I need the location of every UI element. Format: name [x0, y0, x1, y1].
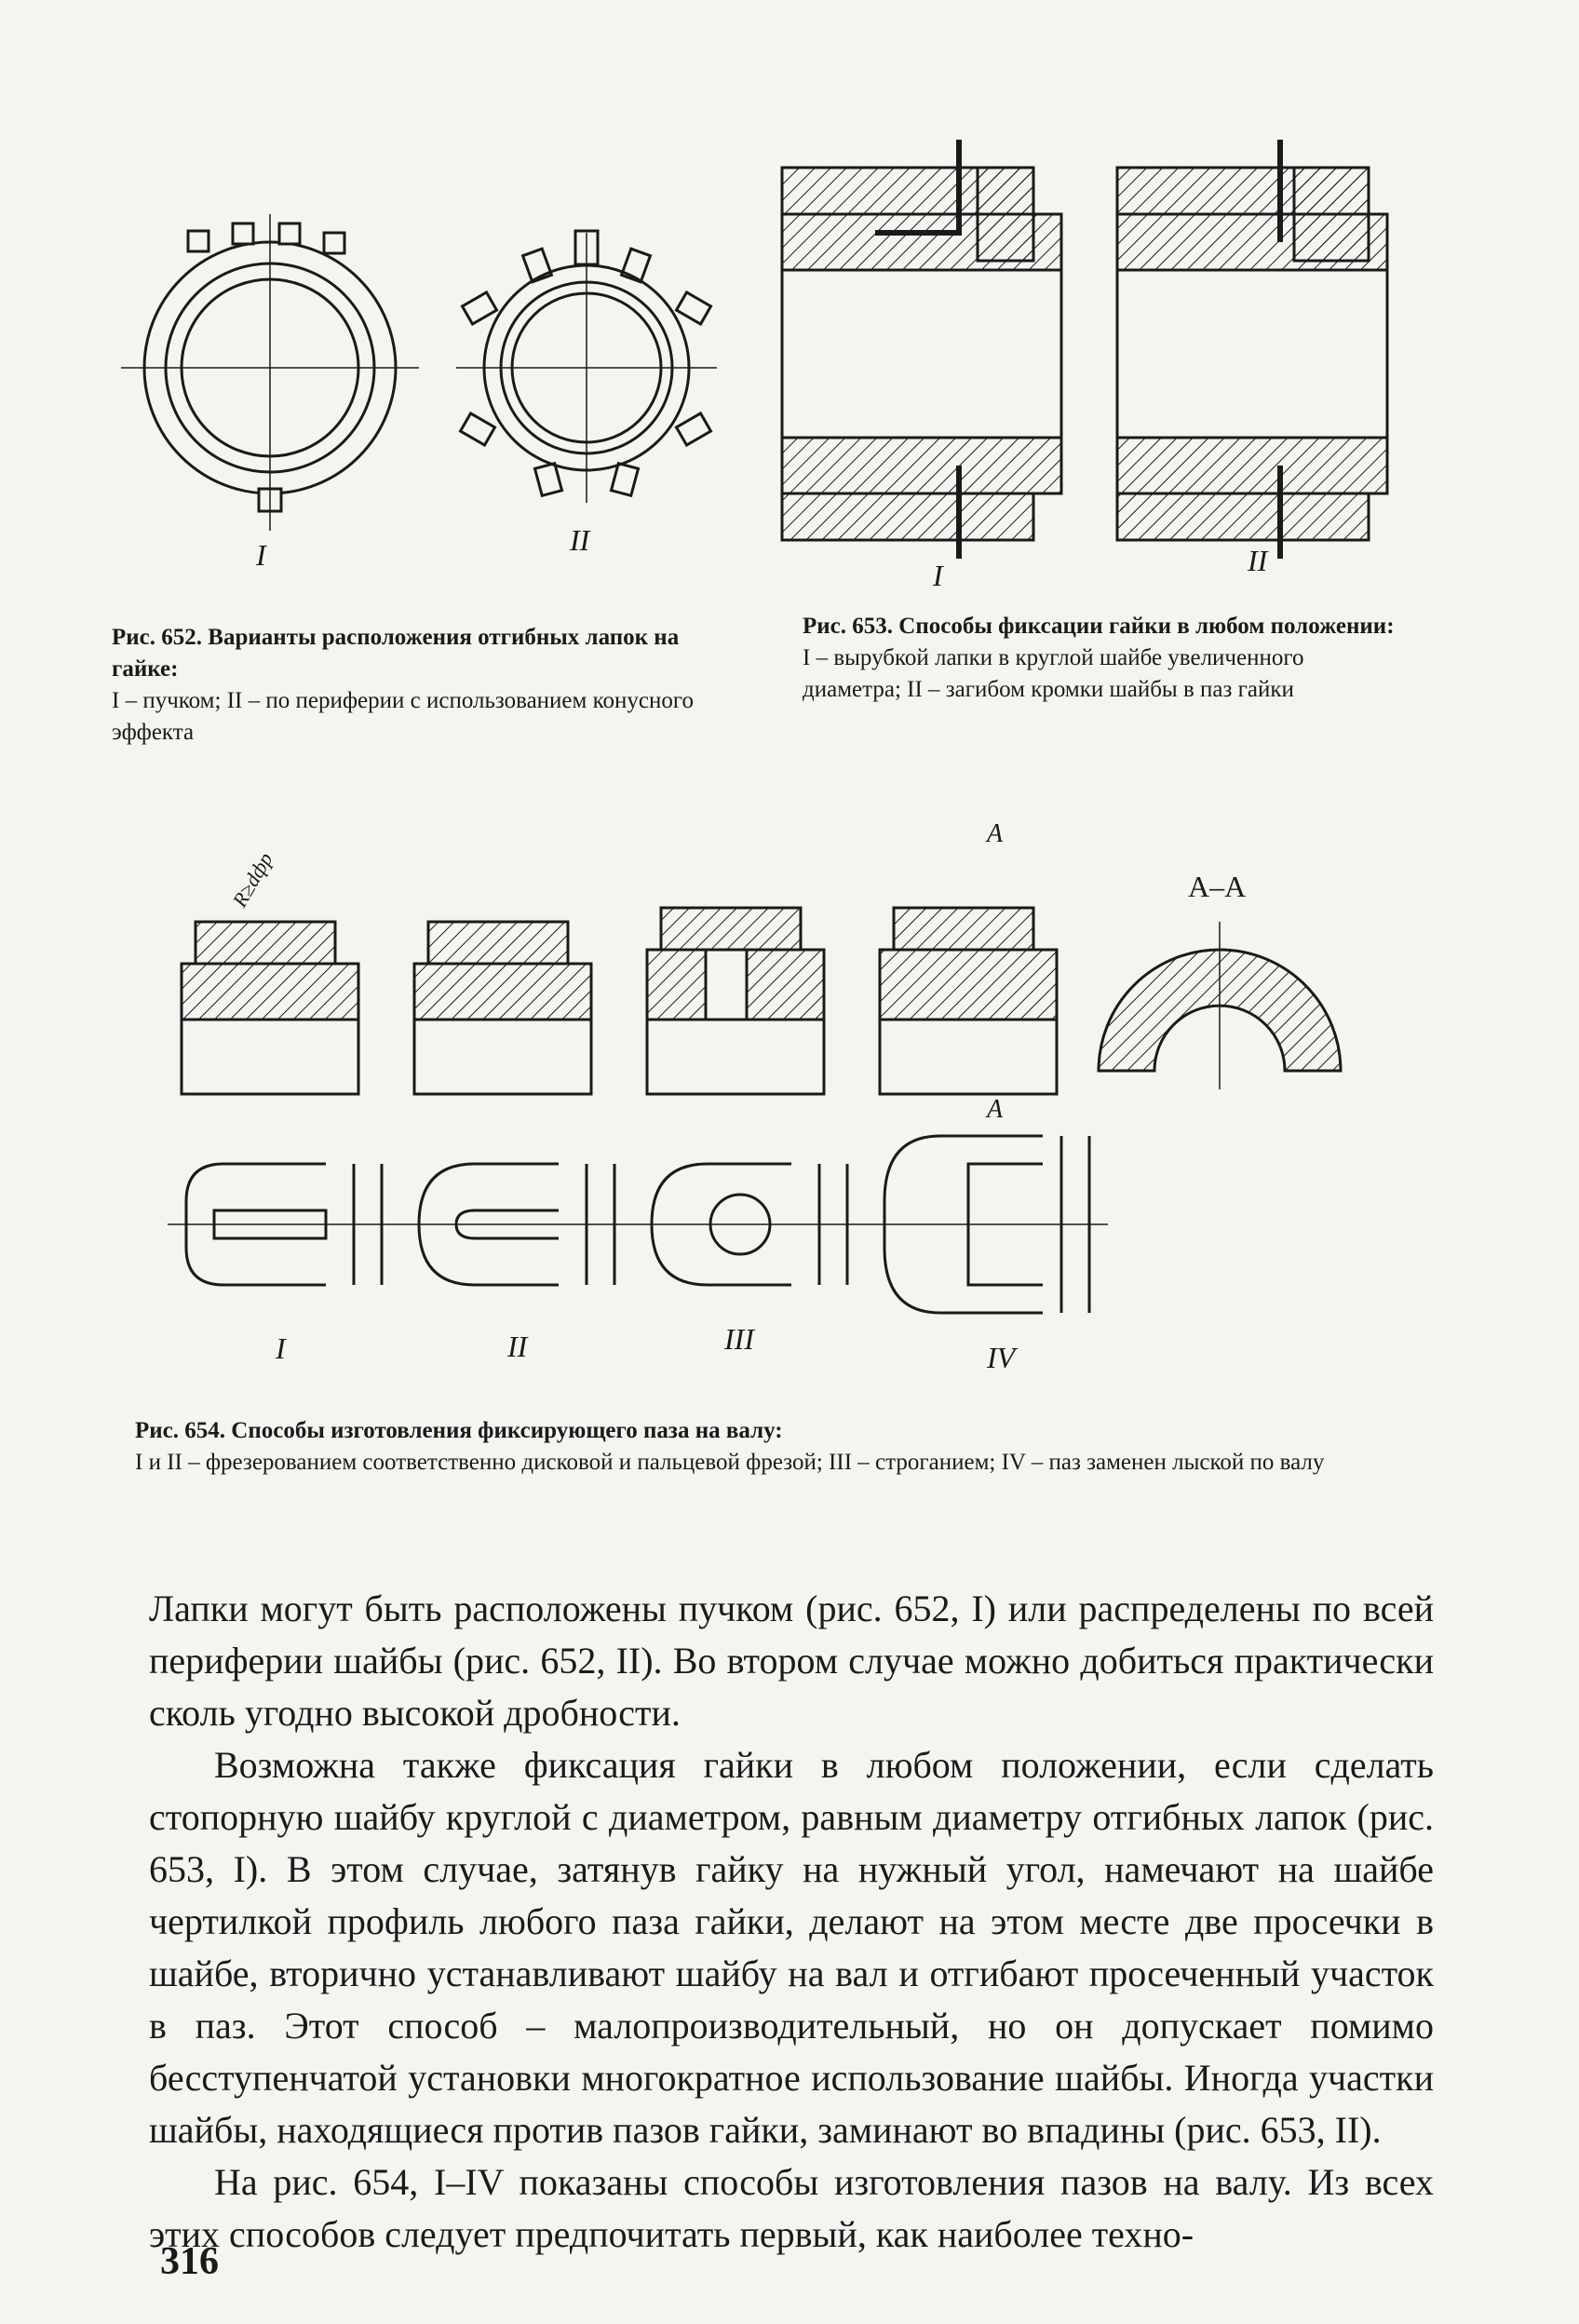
- fig653-label-1: I: [933, 559, 943, 592]
- figure-654-drawing: [168, 906, 1343, 1315]
- washer-variant-1: [121, 214, 419, 531]
- fig654-label-1: I: [276, 1331, 286, 1365]
- fig654-caption-body: I и II – фрезерованием соответственно ди…: [135, 1450, 1325, 1475]
- fig652-caption: Рис. 652. Варианты расположения отгибных…: [112, 622, 708, 749]
- fig652-caption-body: I – пучком; II – по периферии с использо…: [112, 688, 694, 745]
- figure-653-drawing: [780, 140, 1389, 559]
- fig654-arrow-label-top: A: [987, 819, 1004, 848]
- fig654-caption-title: Рис. 654. Способы изготовления фиксирующ…: [135, 1418, 783, 1443]
- fig652-label-2: II: [570, 523, 590, 557]
- body-text: Лапки могут быть расположены пучком (рис…: [149, 1583, 1434, 2261]
- page-number: 316: [160, 2240, 219, 2283]
- fig654-label-2: II: [507, 1330, 528, 1363]
- fig653-caption-body: I – вырубкой лапки в круглой шайбе увели…: [803, 645, 1304, 702]
- assembly-variant-2: [1115, 140, 1389, 559]
- slot-section-2: [412, 920, 593, 1096]
- fig653-caption-title: Рис. 653. Способы фиксации гайки в любом…: [803, 614, 1395, 639]
- fig652-label-1: I: [256, 538, 266, 572]
- assembly-variant-1: [780, 140, 1063, 559]
- slot-section-1: [180, 920, 360, 1096]
- fig654-caption: Рис. 654. Способы изготовления фиксирующ…: [135, 1415, 1429, 1479]
- slot-section-4: [878, 906, 1059, 1096]
- washer-variant-2: [456, 229, 717, 503]
- figure-652-drawing: [121, 214, 717, 531]
- fig653-caption: Рис. 653. Способы фиксации гайки в любом…: [803, 611, 1398, 706]
- fig654-arrow-label-bottom: A: [987, 1095, 1004, 1124]
- paragraph-3: На рис. 654, I–IV показаны способы изгот…: [149, 2161, 1434, 2255]
- fig654-section-label: A–A: [1188, 870, 1247, 903]
- fig654-label-4: IV: [987, 1341, 1016, 1374]
- paragraph-2: Возможна также фиксация гайки в любом по…: [149, 1744, 1434, 2151]
- slot-section-3: [645, 906, 826, 1096]
- section-a-a: [1097, 948, 1343, 1073]
- fig652-caption-title: Рис. 652. Варианты расположения отгибных…: [112, 625, 680, 682]
- fig654-label-3: III: [724, 1322, 754, 1356]
- paragraph-1: Лапки могут быть расположены пучком (рис…: [149, 1588, 1434, 1734]
- fig653-label-2: II: [1248, 544, 1268, 577]
